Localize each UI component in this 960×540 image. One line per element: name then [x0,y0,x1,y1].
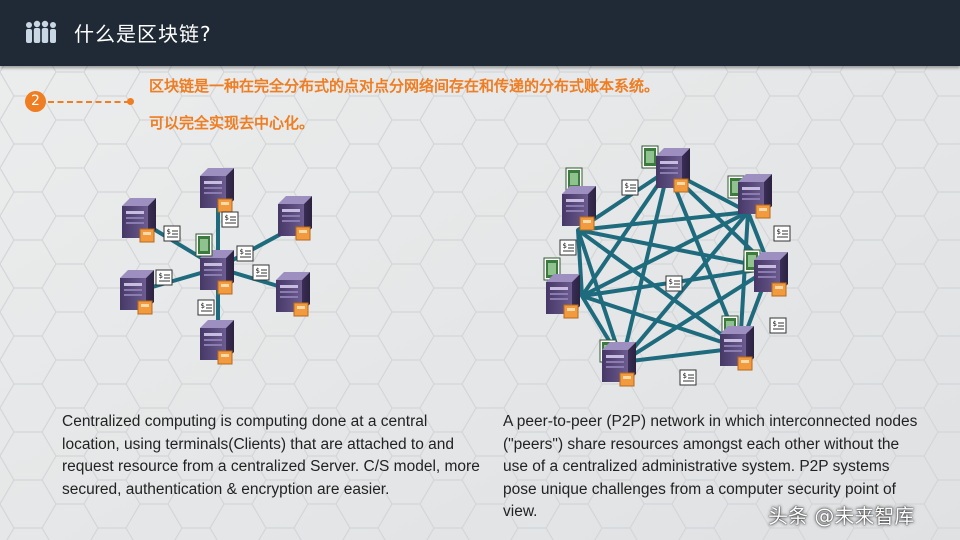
ledger-document-icon [252,264,270,281]
ledger-document-icon [236,245,254,262]
server-icon [199,167,235,213]
server-icon [121,197,157,243]
headline-line-2: 可以完全实现去中心化。 [149,114,315,132]
people-icon [26,20,56,43]
ledger-document-icon [679,369,697,386]
server-icon [737,173,773,219]
server-icon [655,147,691,193]
server-icon [719,325,755,371]
ledger-document-icon [197,299,215,316]
headline-line-1: 区块链是一种在完全分布式的点对点分网络间存在和传递的分布式账本系统。 [149,77,660,95]
centralized-description: Centralized computing is computing done … [62,413,480,498]
server-icon [199,319,235,365]
page-title: 什么是区块链? [74,22,212,46]
centralized-nodes [119,167,313,365]
server-icon [277,195,313,241]
ledger-document-icon [221,211,239,228]
ledger-document-icon [163,225,181,242]
server-icon [601,341,637,387]
ledger-book-icon [641,145,659,169]
ledger-document-icon [559,239,577,256]
ledger-document-icon [621,179,639,196]
header-bar: 什么是区块链? [0,0,960,66]
step-number-badge: 2 [25,91,46,112]
server-icon [753,251,789,297]
ledger-document-icon [155,269,173,286]
ledger-document-icon [769,317,787,334]
server-icon [119,269,155,315]
dashed-connector [48,101,130,103]
ledger-book-icon [195,233,213,257]
p2p-network-diagram [576,168,772,364]
connector-dot [127,98,134,105]
server-icon [275,271,311,317]
server-icon [561,185,597,231]
server-icon [545,273,581,319]
ledger-document-icon [665,275,683,292]
server-icon [199,249,235,295]
p2p-description: A peer-to-peer (P2P) network in which in… [503,413,918,520]
watermark: 头条 @未来智库 [768,504,915,528]
ledger-document-icon [773,225,791,242]
